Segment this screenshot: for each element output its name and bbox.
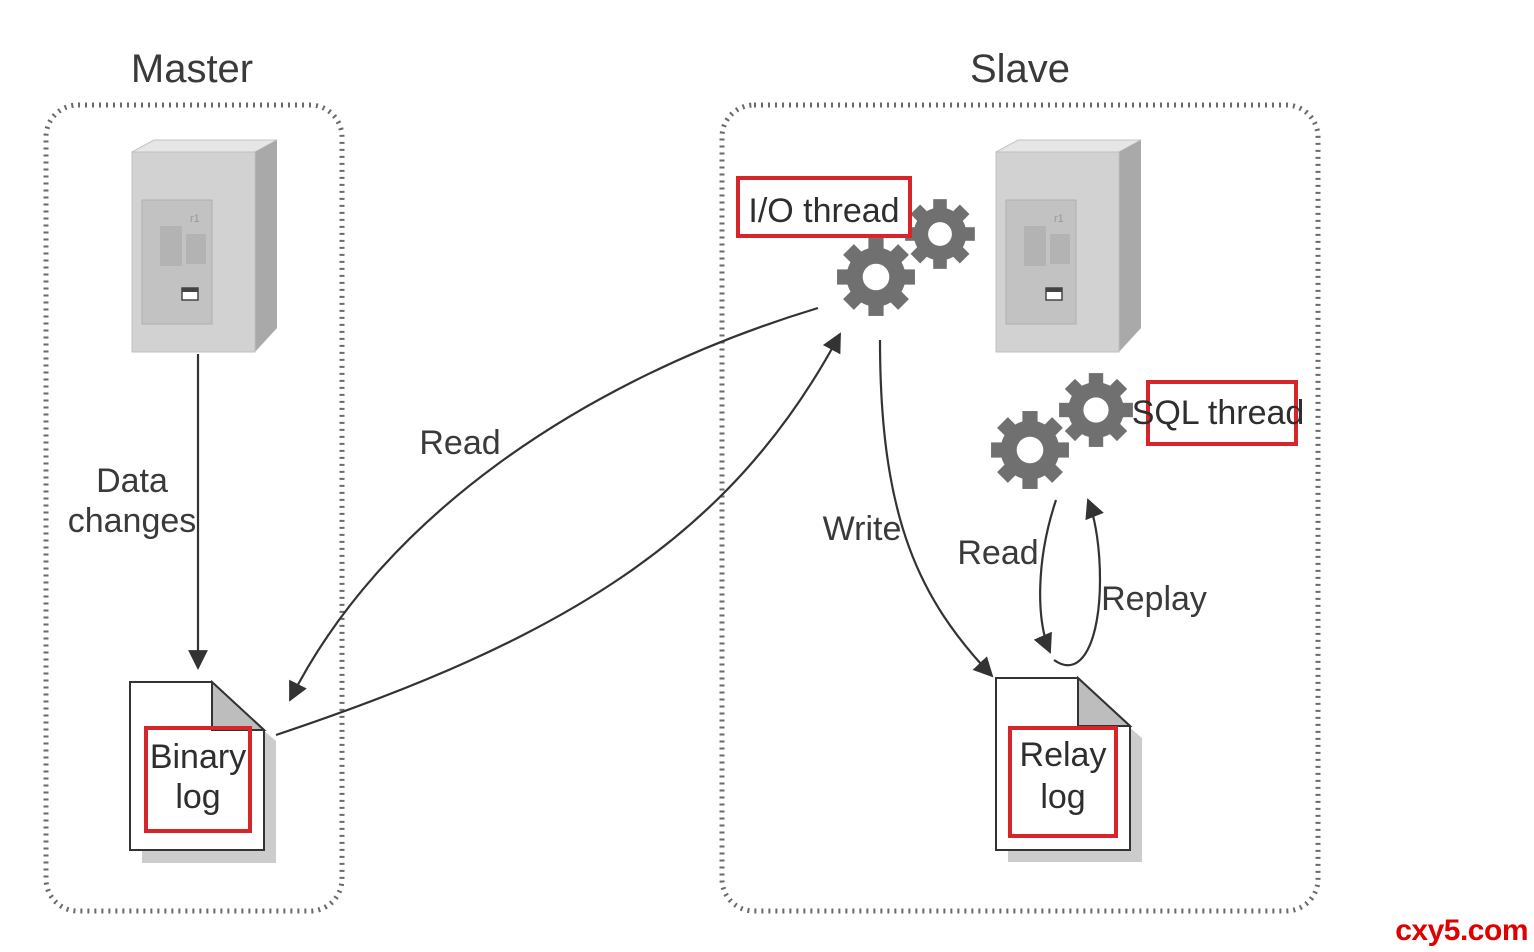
read-label-slave: Read <box>957 534 1038 572</box>
io-thread-highlight <box>736 176 912 238</box>
replay-label: Replay <box>1101 580 1207 618</box>
master-server-icon <box>131 139 278 353</box>
binary-log-label-line2: log <box>175 778 220 816</box>
sql-thread-gears-icon <box>991 373 1133 489</box>
io-thread-label: I/O thread <box>748 192 899 230</box>
read-label-master: Read <box>419 424 500 462</box>
relay-log-label-line1: Relay <box>1020 736 1107 774</box>
read-request-arrow <box>289 306 819 702</box>
relay-log-highlight <box>1008 726 1118 838</box>
read-response-arrow <box>275 332 841 737</box>
binary-log-document: Binary log <box>129 679 276 863</box>
binary-log-label-line1: Binary <box>150 738 246 776</box>
relay-log-label-line2: log <box>1040 778 1085 816</box>
binary-log-highlight <box>144 726 252 833</box>
data-changes-label-line1: Data <box>96 462 168 500</box>
replay-arrow <box>1053 498 1104 667</box>
slave-title: Slave <box>970 47 1070 91</box>
data-changes-label-line2: changes <box>68 502 197 540</box>
write-label: Write <box>823 510 902 548</box>
slave-group-frame <box>719 102 1321 914</box>
master-title: Master <box>131 47 253 91</box>
slave-server-icon <box>995 139 1142 353</box>
relay-log-document: Relay log <box>995 675 1142 862</box>
write-arrow <box>878 339 994 678</box>
master-group-frame <box>43 102 345 914</box>
sql-thread-label: SQL thread <box>1132 394 1305 432</box>
sql-thread-highlight <box>1146 380 1298 446</box>
watermark: cxy5.com <box>1395 914 1528 947</box>
sql-read-arrow <box>1033 499 1058 654</box>
